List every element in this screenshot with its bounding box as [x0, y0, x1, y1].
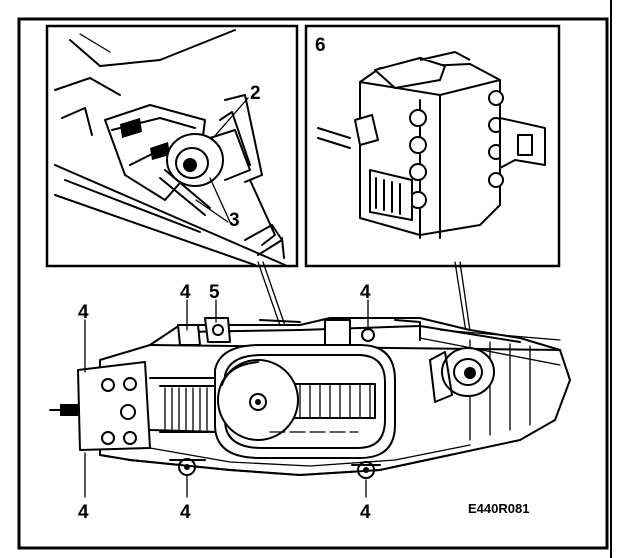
callout-4-top-right: 4 [360, 282, 371, 303]
callout-3: 3 [229, 210, 240, 231]
callout-6: 6 [315, 35, 326, 56]
callout-2: 2 [250, 83, 261, 104]
callout-5: 5 [209, 282, 220, 303]
callout-4-bottom-right: 4 [360, 502, 371, 523]
figure-code: E440R081 [468, 501, 529, 516]
detail-panel-actuator: 2 3 [45, 24, 299, 268]
callout-4-bottom-mid: 4 [180, 502, 191, 523]
main-assembly-view [49, 317, 571, 479]
main-callouts: 4 4 5 4 4 4 4 [78, 282, 371, 523]
mount-holes-front [409, 90, 504, 209]
callout-4-top-left: 4 [180, 282, 191, 303]
callout-4-left-top: 4 [78, 302, 89, 323]
coil-spring [159, 385, 216, 433]
detail-panel-motor: 6 [304, 24, 561, 268]
callout-4-left-bottom: 4 [78, 502, 89, 523]
bottom-fasteners [169, 458, 381, 479]
outer-frame [17, 17, 609, 550]
